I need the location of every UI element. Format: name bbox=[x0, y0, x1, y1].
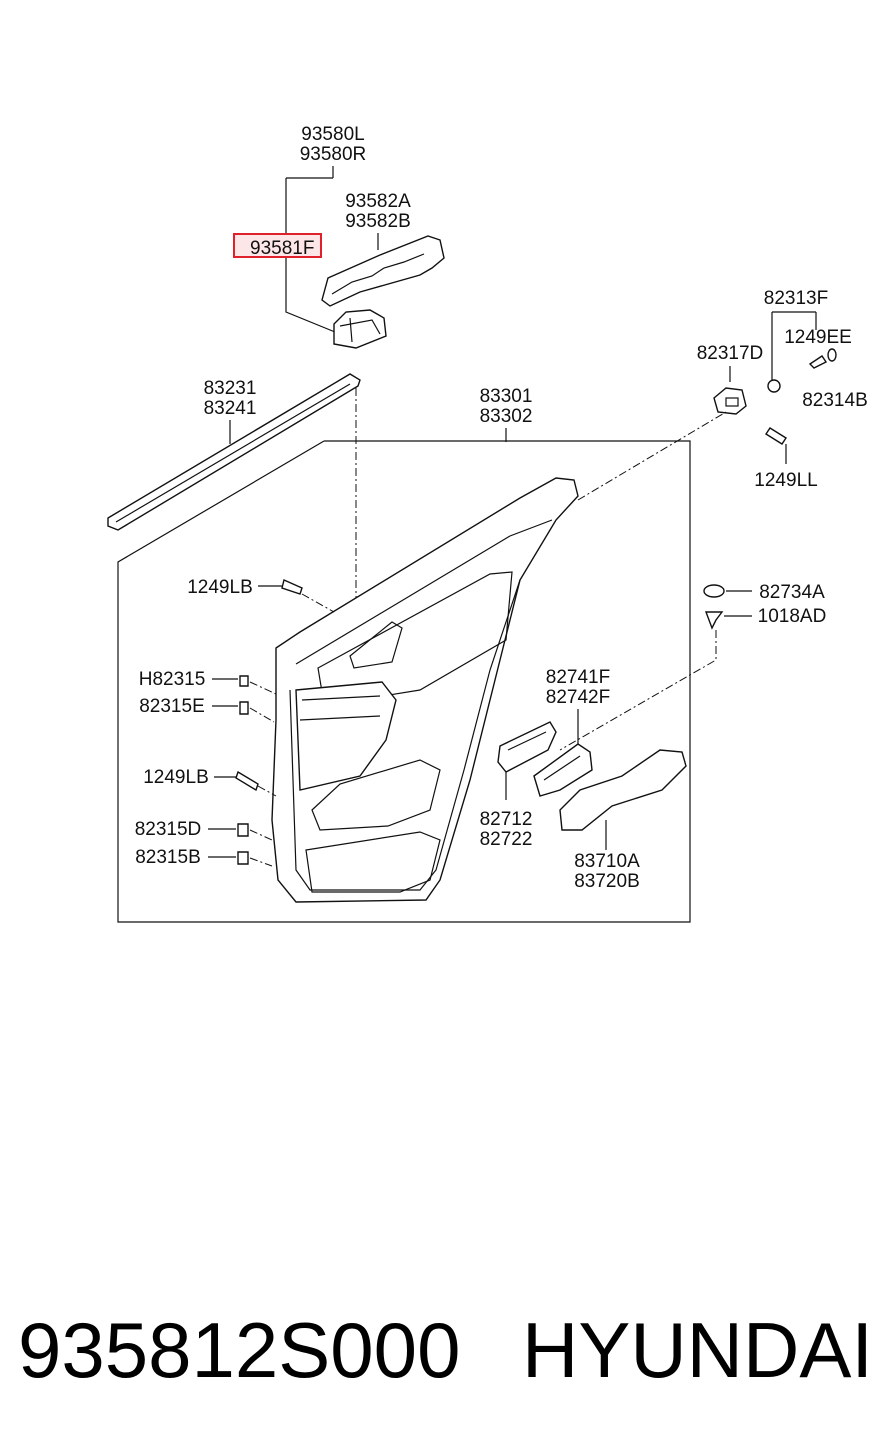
label-93582A: 93582A bbox=[345, 191, 411, 212]
label-82313F: 82313F bbox=[764, 288, 828, 309]
trim-group-frame bbox=[117, 440, 691, 923]
armrest-lower bbox=[311, 759, 441, 831]
screw-1249EE bbox=[808, 355, 828, 369]
door-trim-panel-part bbox=[271, 477, 579, 903]
label-1249LB-mid: 1249LB bbox=[143, 767, 209, 788]
label-1249LB-top: 1249LB bbox=[187, 577, 253, 598]
leader-93580 bbox=[285, 166, 336, 333]
label-93582B: 93582B bbox=[345, 211, 411, 232]
label-93580R: 93580R bbox=[300, 144, 367, 165]
inside-handle-82712 bbox=[497, 721, 557, 773]
label-83231: 83231 bbox=[204, 378, 257, 399]
inner-handle-recess bbox=[349, 621, 403, 669]
label-82741F: 82741F bbox=[546, 667, 610, 688]
inside-handle-detail bbox=[507, 731, 547, 751]
label-93581F[interactable]: 93581F bbox=[250, 238, 314, 259]
screw-1249LL bbox=[765, 427, 787, 445]
label-1249EE: 1249EE bbox=[784, 327, 852, 348]
label-93580L: 93580L bbox=[301, 124, 364, 145]
brand-caption: HYUNDAI bbox=[522, 1306, 874, 1394]
weatherstrip-detail bbox=[115, 383, 351, 523]
map-pocket bbox=[305, 831, 441, 893]
highlight-box-93581F[interactable] bbox=[233, 233, 322, 258]
bracket-82317D-slot bbox=[725, 397, 739, 407]
label-1249LL: 1249LL bbox=[754, 470, 817, 491]
label-82317D: 82317D bbox=[697, 343, 764, 364]
switch-panel-area bbox=[295, 681, 397, 791]
dash-line-bracket bbox=[577, 411, 727, 501]
cap-82734A bbox=[703, 584, 725, 598]
switch-bezel-detail bbox=[331, 253, 425, 295]
handle-bezel-detail bbox=[543, 755, 581, 781]
label-H82315: H82315 bbox=[139, 669, 206, 690]
leader-82313F bbox=[771, 311, 817, 380]
pull-handle-83710A bbox=[559, 749, 687, 831]
switch-panel-detail bbox=[299, 695, 381, 721]
screw-1249LB-top bbox=[281, 579, 303, 595]
screw-1249LB-mid bbox=[235, 770, 259, 792]
clip-82315B bbox=[237, 851, 249, 865]
label-82734A: 82734A bbox=[759, 582, 825, 603]
label-82742F: 82742F bbox=[546, 687, 610, 708]
label-82315D: 82315D bbox=[135, 819, 202, 840]
clip-82315E bbox=[239, 701, 249, 715]
part-number-caption: 935812S000 bbox=[18, 1306, 461, 1394]
label-83301: 83301 bbox=[480, 386, 533, 407]
dash-1249LB-top bbox=[301, 593, 335, 613]
label-83710A: 83710A bbox=[574, 851, 640, 872]
bracket-82317D bbox=[713, 387, 747, 415]
switch-bezel-part bbox=[321, 235, 445, 307]
clip-82315D bbox=[237, 823, 249, 837]
label-83241: 83241 bbox=[204, 398, 257, 419]
label-1018AD: 1018AD bbox=[758, 606, 827, 627]
label-83720B: 83720B bbox=[574, 871, 640, 892]
nut-82313F bbox=[767, 379, 781, 393]
label-82712: 82712 bbox=[480, 809, 533, 830]
label-82315E: 82315E bbox=[139, 696, 205, 717]
window-switch-part bbox=[333, 309, 387, 349]
clip-H82315 bbox=[239, 675, 249, 687]
label-82314B: 82314B bbox=[802, 390, 868, 411]
label-83302: 83302 bbox=[480, 406, 533, 427]
door-trim-panel-edge bbox=[289, 519, 553, 891]
dash-line-clip bbox=[559, 630, 717, 751]
window-switch-detail bbox=[339, 317, 381, 343]
washer-82314B bbox=[827, 348, 837, 362]
clip-1018AD bbox=[704, 611, 724, 630]
label-82315B: 82315B bbox=[135, 847, 201, 868]
label-82722: 82722 bbox=[480, 829, 533, 850]
dash-clips-left bbox=[249, 681, 277, 867]
